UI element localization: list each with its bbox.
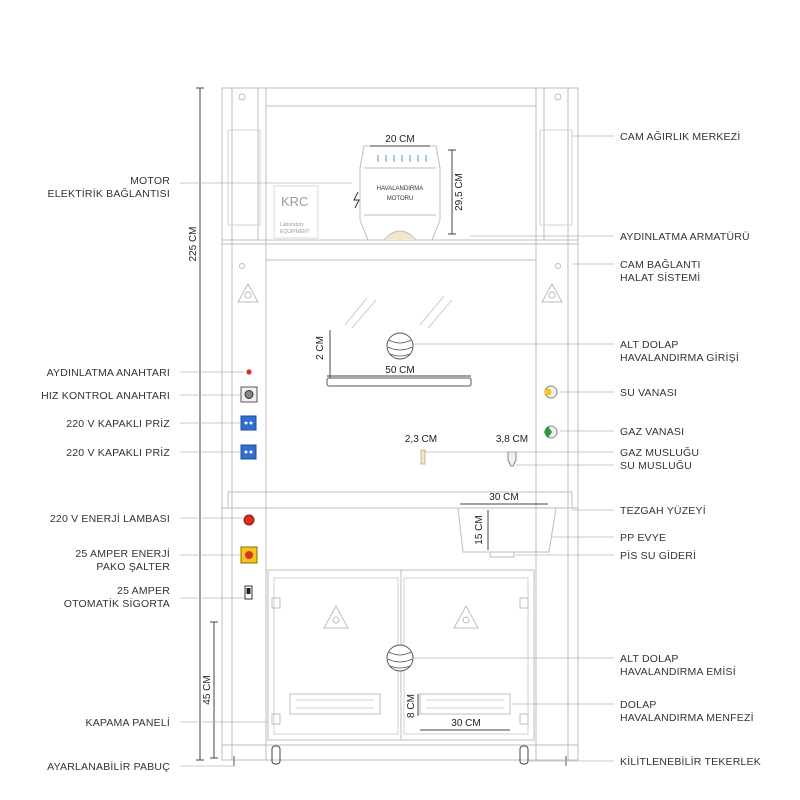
socket-icon — [240, 444, 257, 460]
vent-globe-lower — [386, 644, 414, 672]
label-pp-sink: PP EVYE — [620, 532, 666, 544]
dim-glass-gap: 2 CM — [315, 336, 326, 360]
ventilation-motor: HAVALANDIRMA MOTORU — [359, 145, 441, 241]
hazard-icon — [453, 604, 479, 629]
socket-icon — [240, 415, 257, 431]
cabinet-hinges — [271, 597, 529, 725]
label-glass-weight: CAM AĞIRLIK MERKEZİ — [620, 130, 741, 143]
dimension-lines — [196, 87, 548, 761]
dim-gas-tap: 2,3 CM — [405, 434, 437, 445]
motor-label-line2: MOTORU — [387, 196, 414, 202]
label-lighting-switch: AYDINLATMA ANAHTARI — [47, 367, 170, 379]
label-water-tap: SU MUSLUĞU — [620, 459, 692, 472]
gas-tap-icon — [420, 449, 426, 465]
label-gas-valve: GAZ VANASI — [620, 426, 684, 438]
pako-switch-icon — [240, 546, 258, 564]
logo-sub-1: Laboratory — [280, 222, 304, 228]
cabinet-frame — [221, 87, 579, 761]
logo-text: KRC — [281, 194, 308, 209]
label-motor-line1: MOTOR — [130, 175, 170, 187]
foot-icon — [233, 756, 567, 766]
label-motor-line2: ELEKTİRİK BAĞLANTISI — [48, 187, 170, 200]
dim-sink-depth: 15 CM — [474, 515, 485, 544]
glass-reflection — [344, 295, 453, 329]
label-lockable-wheel: KİLİTLENEBİLİR TEKERLEK — [620, 755, 761, 768]
label-socket-1: 220 V KAPAKLI PRİZ — [66, 417, 170, 430]
sash-handle — [326, 377, 472, 387]
water-tap-icon — [507, 451, 517, 467]
dim-cabinet-height: 45 CM — [202, 675, 213, 704]
pp-sink — [457, 507, 557, 558]
label-socket-2: 220 V KAPAKLI PRİZ — [66, 446, 170, 459]
label-vent-exhaust-line1: ALT DOLAP — [620, 653, 679, 665]
dim-total-height: 225 CM — [188, 226, 199, 261]
label-drain: PİS SU GİDERİ — [620, 549, 696, 562]
label-cabinet-vent-line2: HAVALANDIRMA MENFEZİ — [620, 711, 754, 724]
hazard-icon — [237, 282, 259, 303]
label-closing-panel: KAPAMA PANELİ — [86, 716, 171, 729]
label-breaker-line2: OTOMATİK SİGORTA — [64, 597, 170, 610]
label-cabinet-vent-line1: DOLAP — [620, 699, 657, 711]
label-water-valve: SU VANASI — [620, 387, 677, 399]
label-pako-line2: PAKO ŞALTER — [96, 561, 170, 573]
dim-vent-width: 30 CM — [451, 718, 480, 729]
wheel-icon — [271, 745, 281, 765]
dim-vent-height: 8 CM — [406, 694, 417, 718]
hazard-icon — [323, 604, 349, 629]
label-vent-inlet-line1: ALT DOLAP — [620, 339, 679, 351]
leader-lines — [180, 135, 614, 767]
dim-handle-width: 50 CM — [385, 365, 414, 376]
logo-sub-2: EQUIPMENT — [280, 229, 310, 235]
dim-water-tap: 3,8 CM — [496, 434, 528, 445]
label-breaker-line1: 25 AMPER — [117, 585, 170, 597]
speed-control-icon — [240, 386, 258, 403]
label-vent-inlet-line2: HAVALANDIRMA GİRİŞİ — [620, 351, 739, 364]
wheel-icon — [519, 745, 529, 765]
label-adjustable-foot: AYARLANABİLİR PABUÇ — [47, 760, 170, 773]
lighting-switch-icon — [246, 369, 252, 375]
label-pako-line1: 25 AMPER ENERJİ — [75, 547, 170, 560]
label-glass-rope-line2: HALAT SİSTEMİ — [620, 271, 700, 284]
power-lamp-icon — [243, 514, 255, 526]
label-glass-rope-line1: CAM BAĞLANTI — [620, 258, 701, 271]
cabinet-vent-grille — [289, 693, 511, 715]
dim-sink-width: 30 CM — [489, 492, 518, 503]
label-vent-exhaust-line2: HAVALANDIRMA EMİSİ — [620, 665, 736, 678]
gas-valve-icon — [544, 425, 558, 439]
label-lighting-fixture: AYDINLATMA ARMATÜRÜ — [620, 231, 750, 243]
label-worktop: TEZGAH YÜZEYİ — [620, 504, 706, 517]
dim-motor-width: 20 CM — [385, 134, 414, 145]
label-speed-control: HIZ KONTROL ANAHTARI — [41, 390, 170, 402]
brand-logo: KRC Laboratory EQUIPMENT — [273, 185, 319, 239]
lightning-icon — [353, 191, 360, 209]
motor-label-line1: HAVALANDIRMA — [377, 186, 423, 192]
frame-screws — [238, 93, 562, 269]
dim-motor-height: 29,5 CM — [454, 173, 465, 211]
label-gas-tap: GAZ MUSLUĞU — [620, 446, 699, 459]
water-valve-icon — [544, 385, 558, 399]
hazard-icon — [541, 282, 563, 303]
vent-globe-upper — [386, 332, 414, 360]
airflow-arrows-icon — [377, 155, 427, 162]
circuit-breaker-icon — [244, 585, 253, 600]
label-power-lamp: 220 V ENERJİ LAMBASI — [50, 512, 170, 525]
